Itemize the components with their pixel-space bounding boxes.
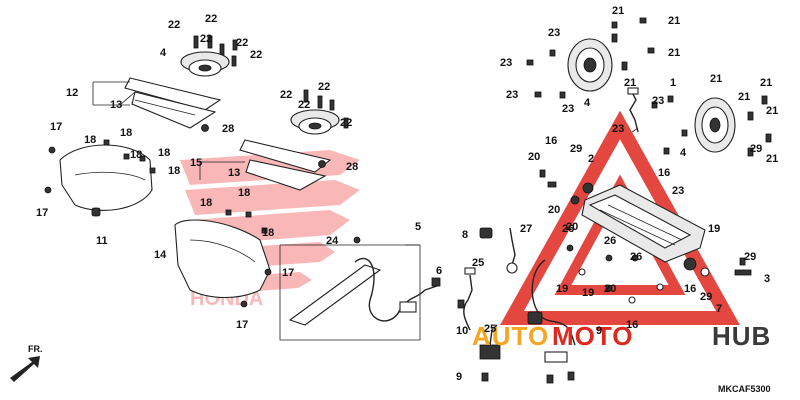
callout-2: 2 [588,153,594,165]
callout-21: 21 [668,47,680,59]
callout-8: 8 [462,229,468,241]
watermark-hub: HUB [712,321,771,351]
callout-4: 4 [160,47,167,59]
audio-unit-2 [539,169,752,304]
direction-label: FR. [28,344,43,354]
callout-19: 19 [582,287,594,299]
callout-16: 16 [545,135,557,147]
watermark-moto: MOTO [552,321,634,351]
callout-21: 21 [624,77,636,89]
callout-13: 13 [110,99,122,111]
callout-21: 21 [760,77,772,89]
callout-6: 6 [436,265,442,277]
callout-23: 23 [672,185,684,197]
callout-18: 18 [262,227,274,239]
callout-17: 17 [50,121,62,133]
callout-13: 13 [228,167,240,179]
callout-22: 22 [200,33,212,45]
callout-11: 11 [96,235,108,247]
callout-26: 26 [562,223,574,235]
callout-leaders [92,81,639,246]
callout-22: 22 [168,19,180,31]
callout-18: 18 [200,197,212,209]
callout-21: 21 [766,105,778,117]
callout-21: 21 [766,153,778,165]
callout-21: 21 [668,15,680,27]
amplifier-assembly-5 [279,236,441,341]
left-lower-speaker-group [239,89,349,191]
callout-17: 17 [36,207,48,219]
callout-21: 21 [738,91,750,103]
callout-25: 25 [484,323,496,335]
callout-22: 22 [318,81,330,93]
callout-20: 20 [528,151,540,163]
callout-21: 21 [710,73,722,85]
callout-29: 29 [744,251,756,263]
callout-28: 28 [346,161,358,173]
callout-22: 22 [298,99,310,111]
callout-29: 29 [570,143,582,155]
cable-parts-center [457,227,576,384]
callout-22: 22 [340,117,352,129]
callout-23: 23 [548,27,560,39]
callout-17: 17 [236,319,248,331]
callout-29: 29 [750,143,762,155]
callout-14: 14 [154,249,167,261]
diagram-code: MKCAF5300 [718,384,771,394]
right-upper-speaker-group [526,17,655,133]
watermark-auto: AUTO [472,321,549,351]
callout-19: 19 [708,223,720,235]
callout-26: 26 [630,251,642,263]
callout-20: 20 [566,221,578,233]
callout-18: 18 [120,127,132,139]
callout-24: 24 [326,235,339,247]
front-direction-arrow: FR. [10,344,43,382]
callout-28: 28 [222,123,234,135]
callout-9: 9 [596,325,602,337]
callout-9: 9 [456,371,462,383]
watermark: AUTO MOTO HUB [472,321,771,351]
callout-16: 16 [658,167,670,179]
left-upper-speaker-group [124,35,238,132]
cover-11 [44,139,156,217]
callout-22: 22 [280,89,292,101]
callout-26: 26 [604,235,616,247]
callout-17: 17 [282,267,294,279]
callout-4: 4 [584,97,591,109]
callout-23: 23 [562,103,574,115]
callout-18: 18 [168,165,180,177]
callout-16: 16 [684,283,696,295]
callout-20: 20 [604,283,616,295]
callout-12: 12 [66,87,78,99]
callout-16: 16 [626,319,638,331]
callout-18: 18 [130,149,142,161]
right-speaker-group-4 [651,95,772,157]
callout-3: 3 [764,273,770,285]
callout-25: 25 [472,257,484,269]
callout-23: 23 [506,89,518,101]
callout-22: 22 [205,13,217,25]
callout-15: 15 [190,157,202,169]
callout-20: 20 [548,204,560,216]
callout-22: 22 [236,37,248,49]
callout-23: 23 [612,123,624,135]
callout-18: 18 [158,147,170,159]
callout-10: 10 [456,325,468,337]
callout-18: 18 [238,187,250,199]
callout-4: 4 [680,147,687,159]
callout-23: 23 [652,95,664,107]
callout-19: 19 [556,283,568,295]
callout-21: 21 [612,5,624,17]
callout-27: 27 [520,223,532,235]
callout-7: 7 [716,303,722,315]
cover-14 [174,209,272,308]
callout-5: 5 [415,221,421,233]
callout-29: 29 [700,291,712,303]
callout-22: 22 [250,49,262,61]
callout-1: 1 [670,77,676,89]
callout-18: 18 [84,134,96,146]
callout-23: 23 [500,57,512,69]
